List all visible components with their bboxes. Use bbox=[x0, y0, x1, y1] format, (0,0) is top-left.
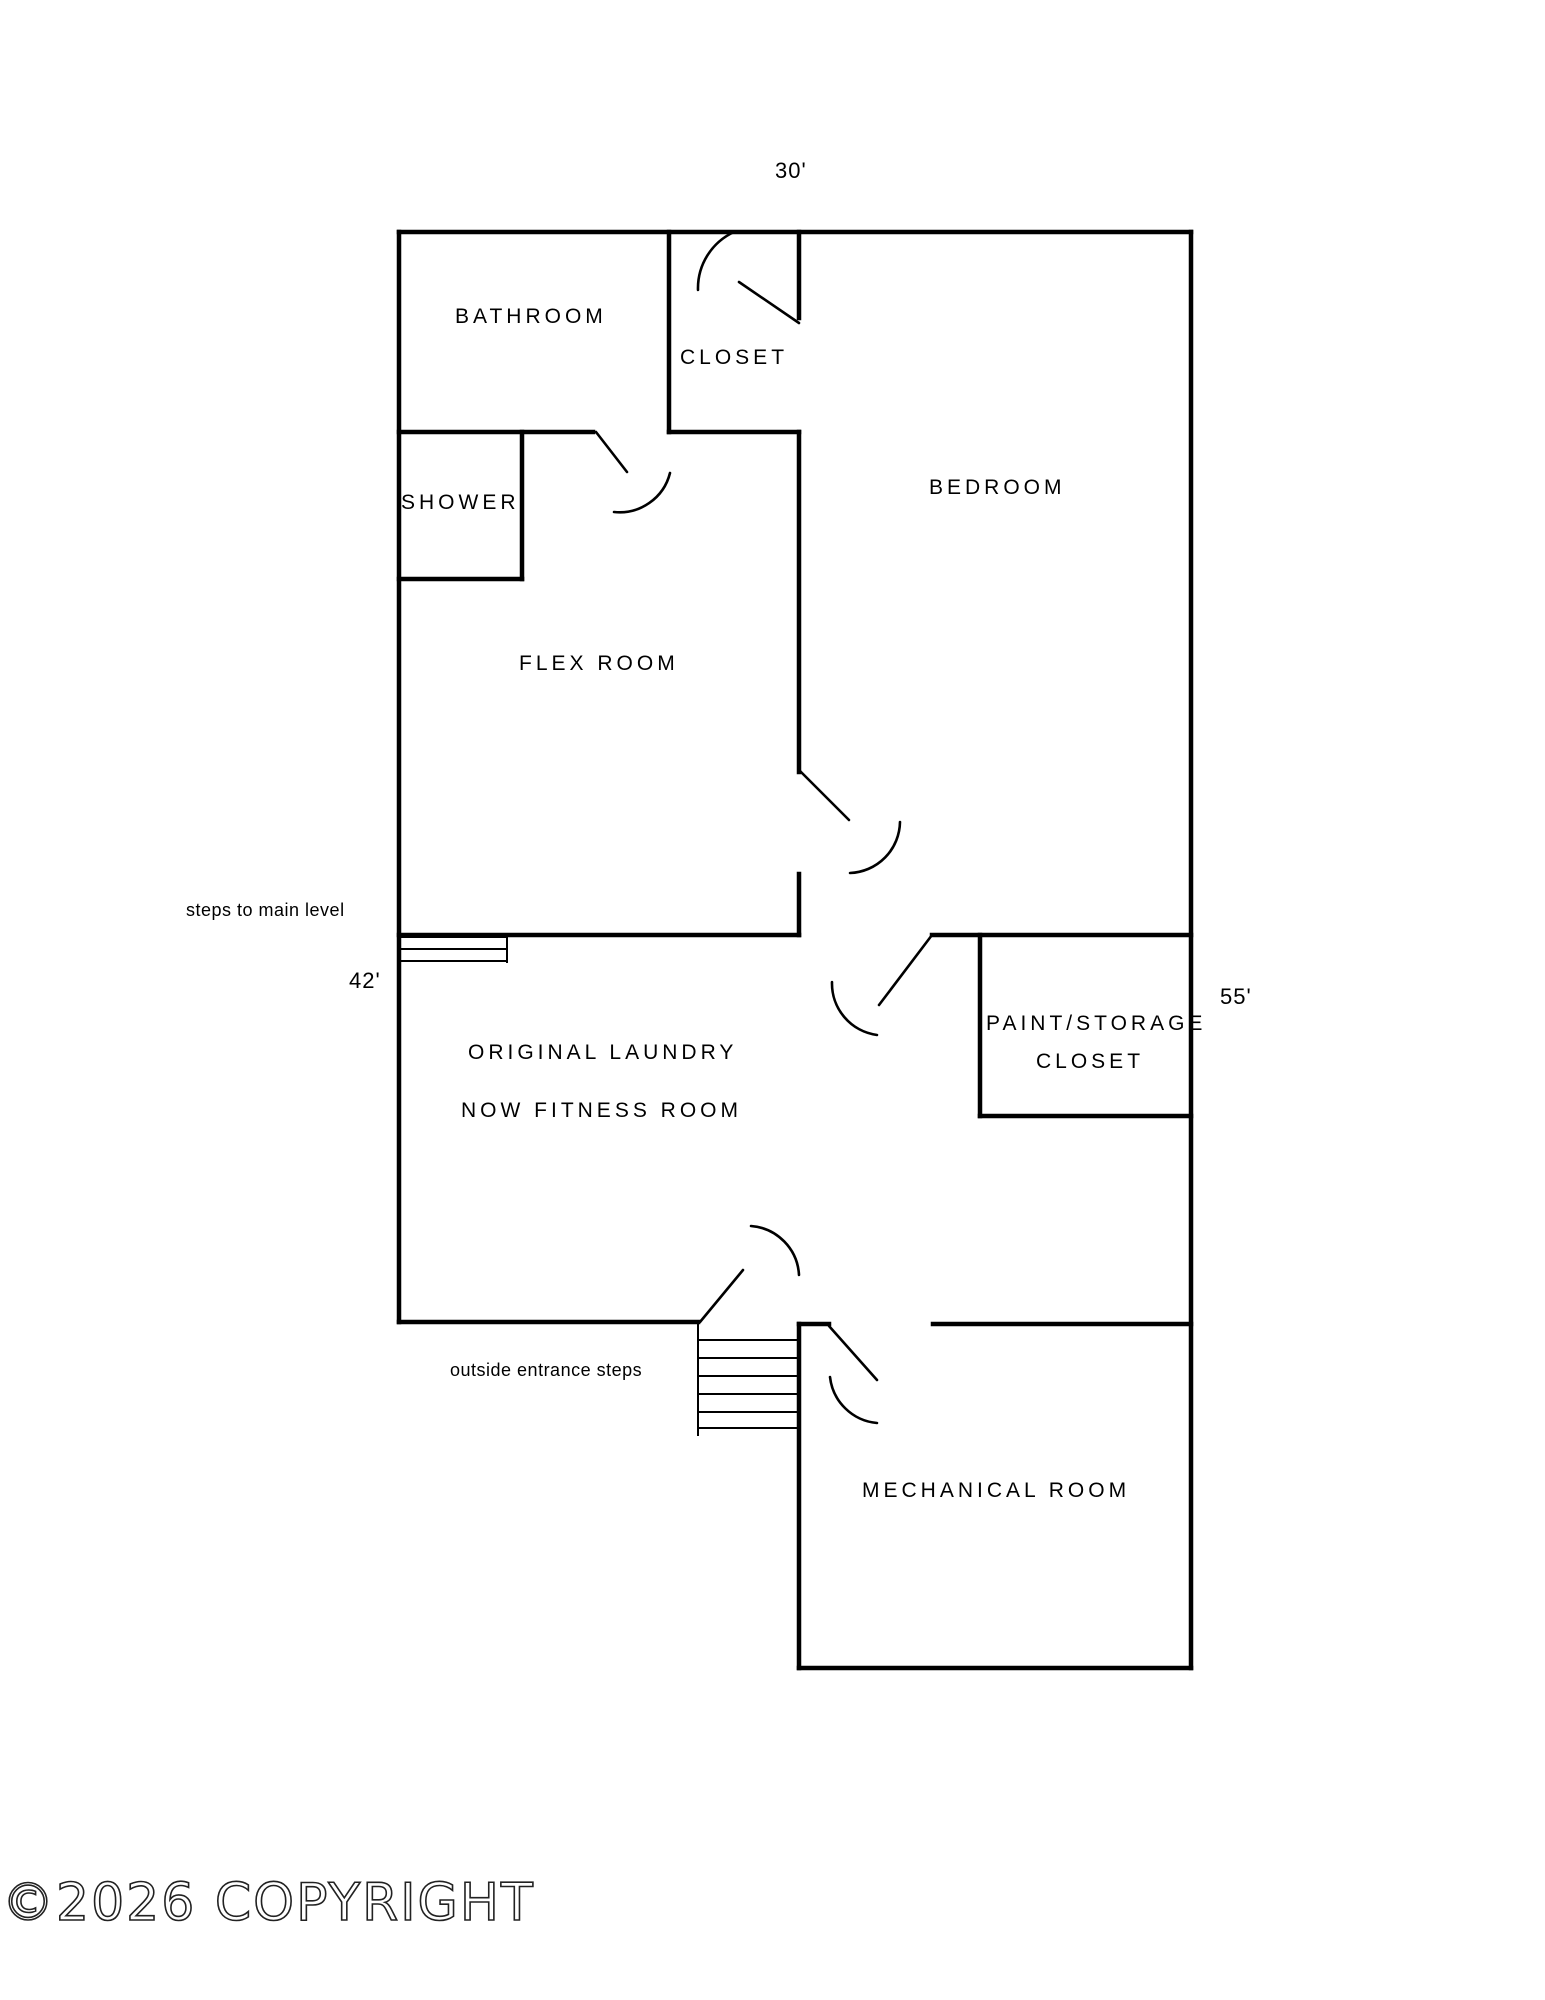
closet-door bbox=[696, 230, 801, 325]
dimension-left: 42' bbox=[349, 968, 381, 993]
doors bbox=[594, 230, 934, 1425]
room-label-shower: SHOWER bbox=[401, 491, 520, 514]
note-outside-entrance-steps: outside entrance steps bbox=[450, 1360, 642, 1380]
room-label-laundry-line2: NOW FITNESS ROOM bbox=[461, 1099, 742, 1122]
outside-door bbox=[698, 1224, 801, 1324]
room-label-paint-line1: PAINT/STORAGE bbox=[986, 1012, 1206, 1035]
room-label-bathroom: BATHROOM bbox=[455, 305, 607, 328]
mechanical-door bbox=[827, 1324, 879, 1425]
copyright-watermark: ©2026 COPYRIGHT bbox=[2, 1873, 535, 1933]
room-label-laundry-line1: ORIGINAL LAUNDRY bbox=[468, 1041, 737, 1064]
room-label-mechanical: MECHANICAL ROOM bbox=[862, 1479, 1130, 1502]
note-steps-to-main-level: steps to main level bbox=[186, 900, 345, 920]
bedroom-door bbox=[797, 768, 902, 875]
room-label-flex-room: FLEX ROOM bbox=[519, 652, 679, 675]
room-label-bedroom: BEDROOM bbox=[929, 476, 1066, 499]
flex-room-door bbox=[594, 430, 672, 514]
steps-to-main-level bbox=[399, 935, 508, 963]
room-label-closet: CLOSET bbox=[680, 346, 788, 369]
dimension-top: 30' bbox=[775, 158, 807, 183]
laundry-door bbox=[830, 933, 934, 1037]
room-label-paint-line2: CLOSET bbox=[1036, 1050, 1144, 1073]
dimension-right: 55' bbox=[1220, 984, 1252, 1009]
walls bbox=[396, 229, 1194, 1671]
outside-entrance-steps bbox=[697, 1322, 799, 1436]
